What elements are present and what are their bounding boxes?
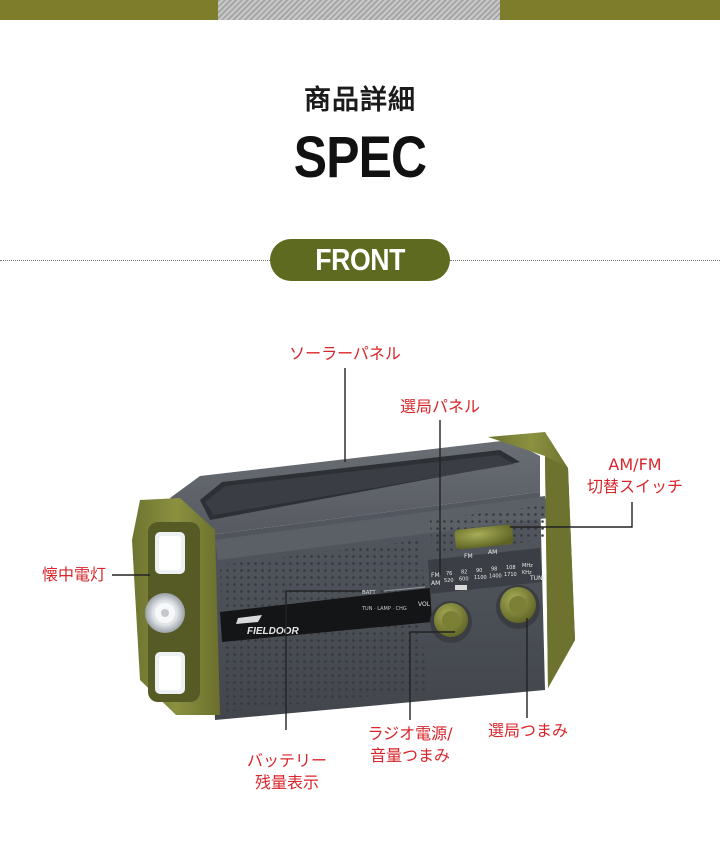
section-divider-right <box>450 260 720 261</box>
callout-power-volume-line1: ラジオ電源/ <box>367 724 453 743</box>
brand-text: FIELDOOR <box>247 626 299 637</box>
fm-unit: MHz <box>522 563 533 569</box>
callout-battery-line1: バッテリー <box>246 751 327 770</box>
right-frame <box>488 432 575 688</box>
top-bar-olive-left <box>0 0 218 20</box>
callout-leader-lines <box>112 368 633 730</box>
tuning-pointer <box>455 585 467 590</box>
am-unit: KHz <box>522 570 532 576</box>
callout-band-switch-line1: AM/FM <box>608 455 662 474</box>
callout-battery-level: バッテリー 残量表示 <box>234 750 340 794</box>
am-fm-switch[interactable]: FM AM <box>454 524 514 560</box>
fm-scale-label: FM <box>431 572 440 579</box>
am-freq-1710: 1710 <box>504 572 517 578</box>
callout-tune-knob: 選局つまみ <box>487 721 568 740</box>
fm-freq-82: 82 <box>461 570 467 576</box>
flashlight-icon <box>145 532 185 694</box>
switch-am-label: AM <box>488 549 497 556</box>
top-decorative-bar <box>0 0 720 20</box>
am-scale-label: AM <box>431 580 440 587</box>
fm-freq-90: 90 <box>476 568 482 574</box>
callout-solar-panel: ソーラーパネル <box>289 344 401 363</box>
switch-fm-label: FM <box>464 553 473 560</box>
callout-power-volume: ラジオ電源/ 音量つまみ <box>355 723 465 767</box>
callout-power-volume-line2: 音量つまみ <box>369 746 450 765</box>
am-freq-1100: 1100 <box>474 575 487 581</box>
fm-freq-98: 98 <box>491 567 497 573</box>
callout-band-switch-line2: 切替スイッチ <box>586 477 683 496</box>
top-bar-olive-right <box>500 0 720 20</box>
callout-tuning-panel: 選局パネル <box>399 397 480 416</box>
vol-label: VOL <box>418 601 431 608</box>
section-divider-left <box>0 260 270 261</box>
am-freq-1400: 1400 <box>489 574 502 580</box>
section-label-front: FRONT <box>270 239 450 281</box>
tune-label: TUNE <box>529 575 547 582</box>
top-bar-stripe <box>218 0 500 20</box>
am-freq-520: 520 <box>444 578 454 584</box>
battery-indicator: BATT TUN · LAMP · CHG <box>361 586 426 612</box>
page-title-en: SPEC <box>293 125 427 190</box>
fm-freq-108: 108 <box>506 565 516 571</box>
section-label-text: FRONT <box>315 242 405 277</box>
am-freq-600: 600 <box>459 577 469 583</box>
callout-battery-line2: 残量表示 <box>254 773 319 792</box>
fm-freq-76: 76 <box>446 571 452 577</box>
indicator-labels: TUN · LAMP · CHG <box>361 606 407 612</box>
tuning-knob[interactable]: TUNE <box>496 575 547 629</box>
callout-flashlight: 懐中電灯 <box>42 565 107 584</box>
batt-label: BATT <box>362 590 376 596</box>
callout-band-switch: AM/FM 切替スイッチ <box>575 454 695 498</box>
page-title-jp: 商品詳細 <box>304 85 416 116</box>
brand-logo: FIELDOOR <box>236 615 299 637</box>
